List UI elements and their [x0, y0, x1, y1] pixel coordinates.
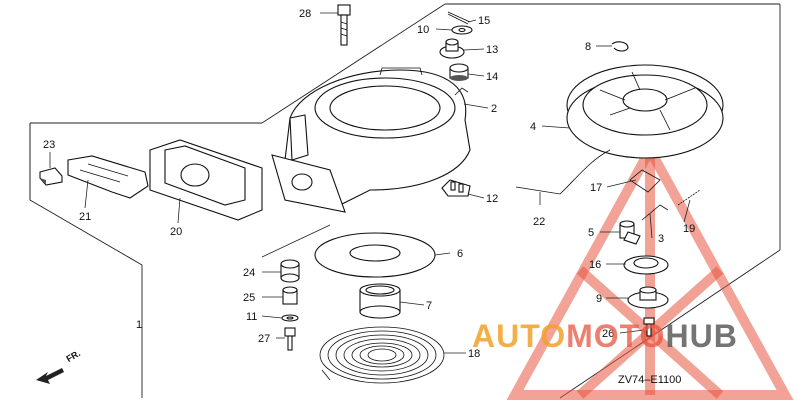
callout-22: 22 [533, 216, 545, 228]
callout-23: 23 [43, 139, 55, 151]
part-19-spring [677, 189, 701, 206]
callout-7: 7 [426, 300, 432, 312]
watermark-part-3: HUB [665, 318, 738, 354]
part-12-guide [441, 179, 471, 197]
part-21-handle [67, 155, 149, 199]
callout-15: 15 [478, 15, 490, 27]
front-direction-arrow [36, 368, 64, 384]
callout-26: 26 [602, 328, 614, 340]
leader-lines [49, 12, 691, 354]
part-24-cushion [280, 259, 300, 283]
callout-9: 9 [596, 293, 602, 305]
watermark-text: AUTOMOTOHUB [472, 318, 738, 355]
diagram-code: ZV74–E1100 [618, 374, 682, 386]
watermark-part-2: MOTO [566, 318, 666, 354]
part-28-bolt [337, 4, 351, 46]
callout-8: 8 [585, 41, 591, 53]
callout-2: 2 [491, 103, 497, 115]
part-8-clip [611, 41, 629, 52]
callout-5: 5 [588, 227, 594, 239]
callout-25: 25 [243, 292, 255, 304]
part-17-ratchet [629, 169, 661, 193]
part-20-grip [149, 139, 263, 221]
part-14-bush [449, 63, 469, 81]
callout-27: 27 [258, 333, 270, 345]
part-13-cap [439, 38, 465, 59]
part-18-spring [319, 326, 445, 384]
callout-12: 12 [486, 193, 498, 205]
part-6-plate [314, 232, 436, 278]
part-16-friction-plate [623, 255, 669, 275]
part-26-screw [643, 317, 655, 337]
part-23-cap [39, 167, 63, 186]
callout-18: 18 [468, 348, 480, 360]
callout-labels: 28 15 10 13 14 2 4 8 12 22 17 19 3 5 16 … [43, 8, 695, 360]
part-25-collar [282, 286, 298, 305]
callout-19: 19 [683, 223, 695, 235]
part-3-spring [641, 204, 669, 221]
callout-11: 11 [246, 311, 257, 323]
callout-28: 28 [299, 8, 311, 20]
watermark-part-1: AUTO [472, 318, 567, 354]
callout-3: 3 [658, 233, 664, 245]
callout-4: 4 [530, 121, 536, 133]
callout-16: 16 [589, 259, 601, 271]
part-22-rope [515, 149, 611, 195]
callout-21: 21 [79, 211, 91, 223]
part-10-washer [451, 25, 473, 35]
assembly-boundary [29, 3, 781, 399]
part-15-pin [447, 11, 471, 25]
part-4-reel [566, 64, 724, 159]
part-5-friction-spring [619, 220, 641, 245]
part-11-washer [281, 314, 299, 322]
part-9-drive-plate [627, 286, 669, 309]
callout-6: 6 [457, 248, 463, 260]
callout-20: 20 [170, 226, 182, 238]
callout-24: 24 [243, 267, 255, 279]
callout-17: 17 [590, 182, 602, 194]
callout-14: 14 [486, 71, 498, 83]
part-7-bushing [359, 283, 401, 319]
part-27-bolt [284, 327, 296, 351]
callout-13: 13 [486, 44, 498, 56]
part-2-starter-case [271, 67, 471, 213]
callout-10: 10 [417, 24, 429, 36]
callout-1: 1 [136, 319, 142, 331]
